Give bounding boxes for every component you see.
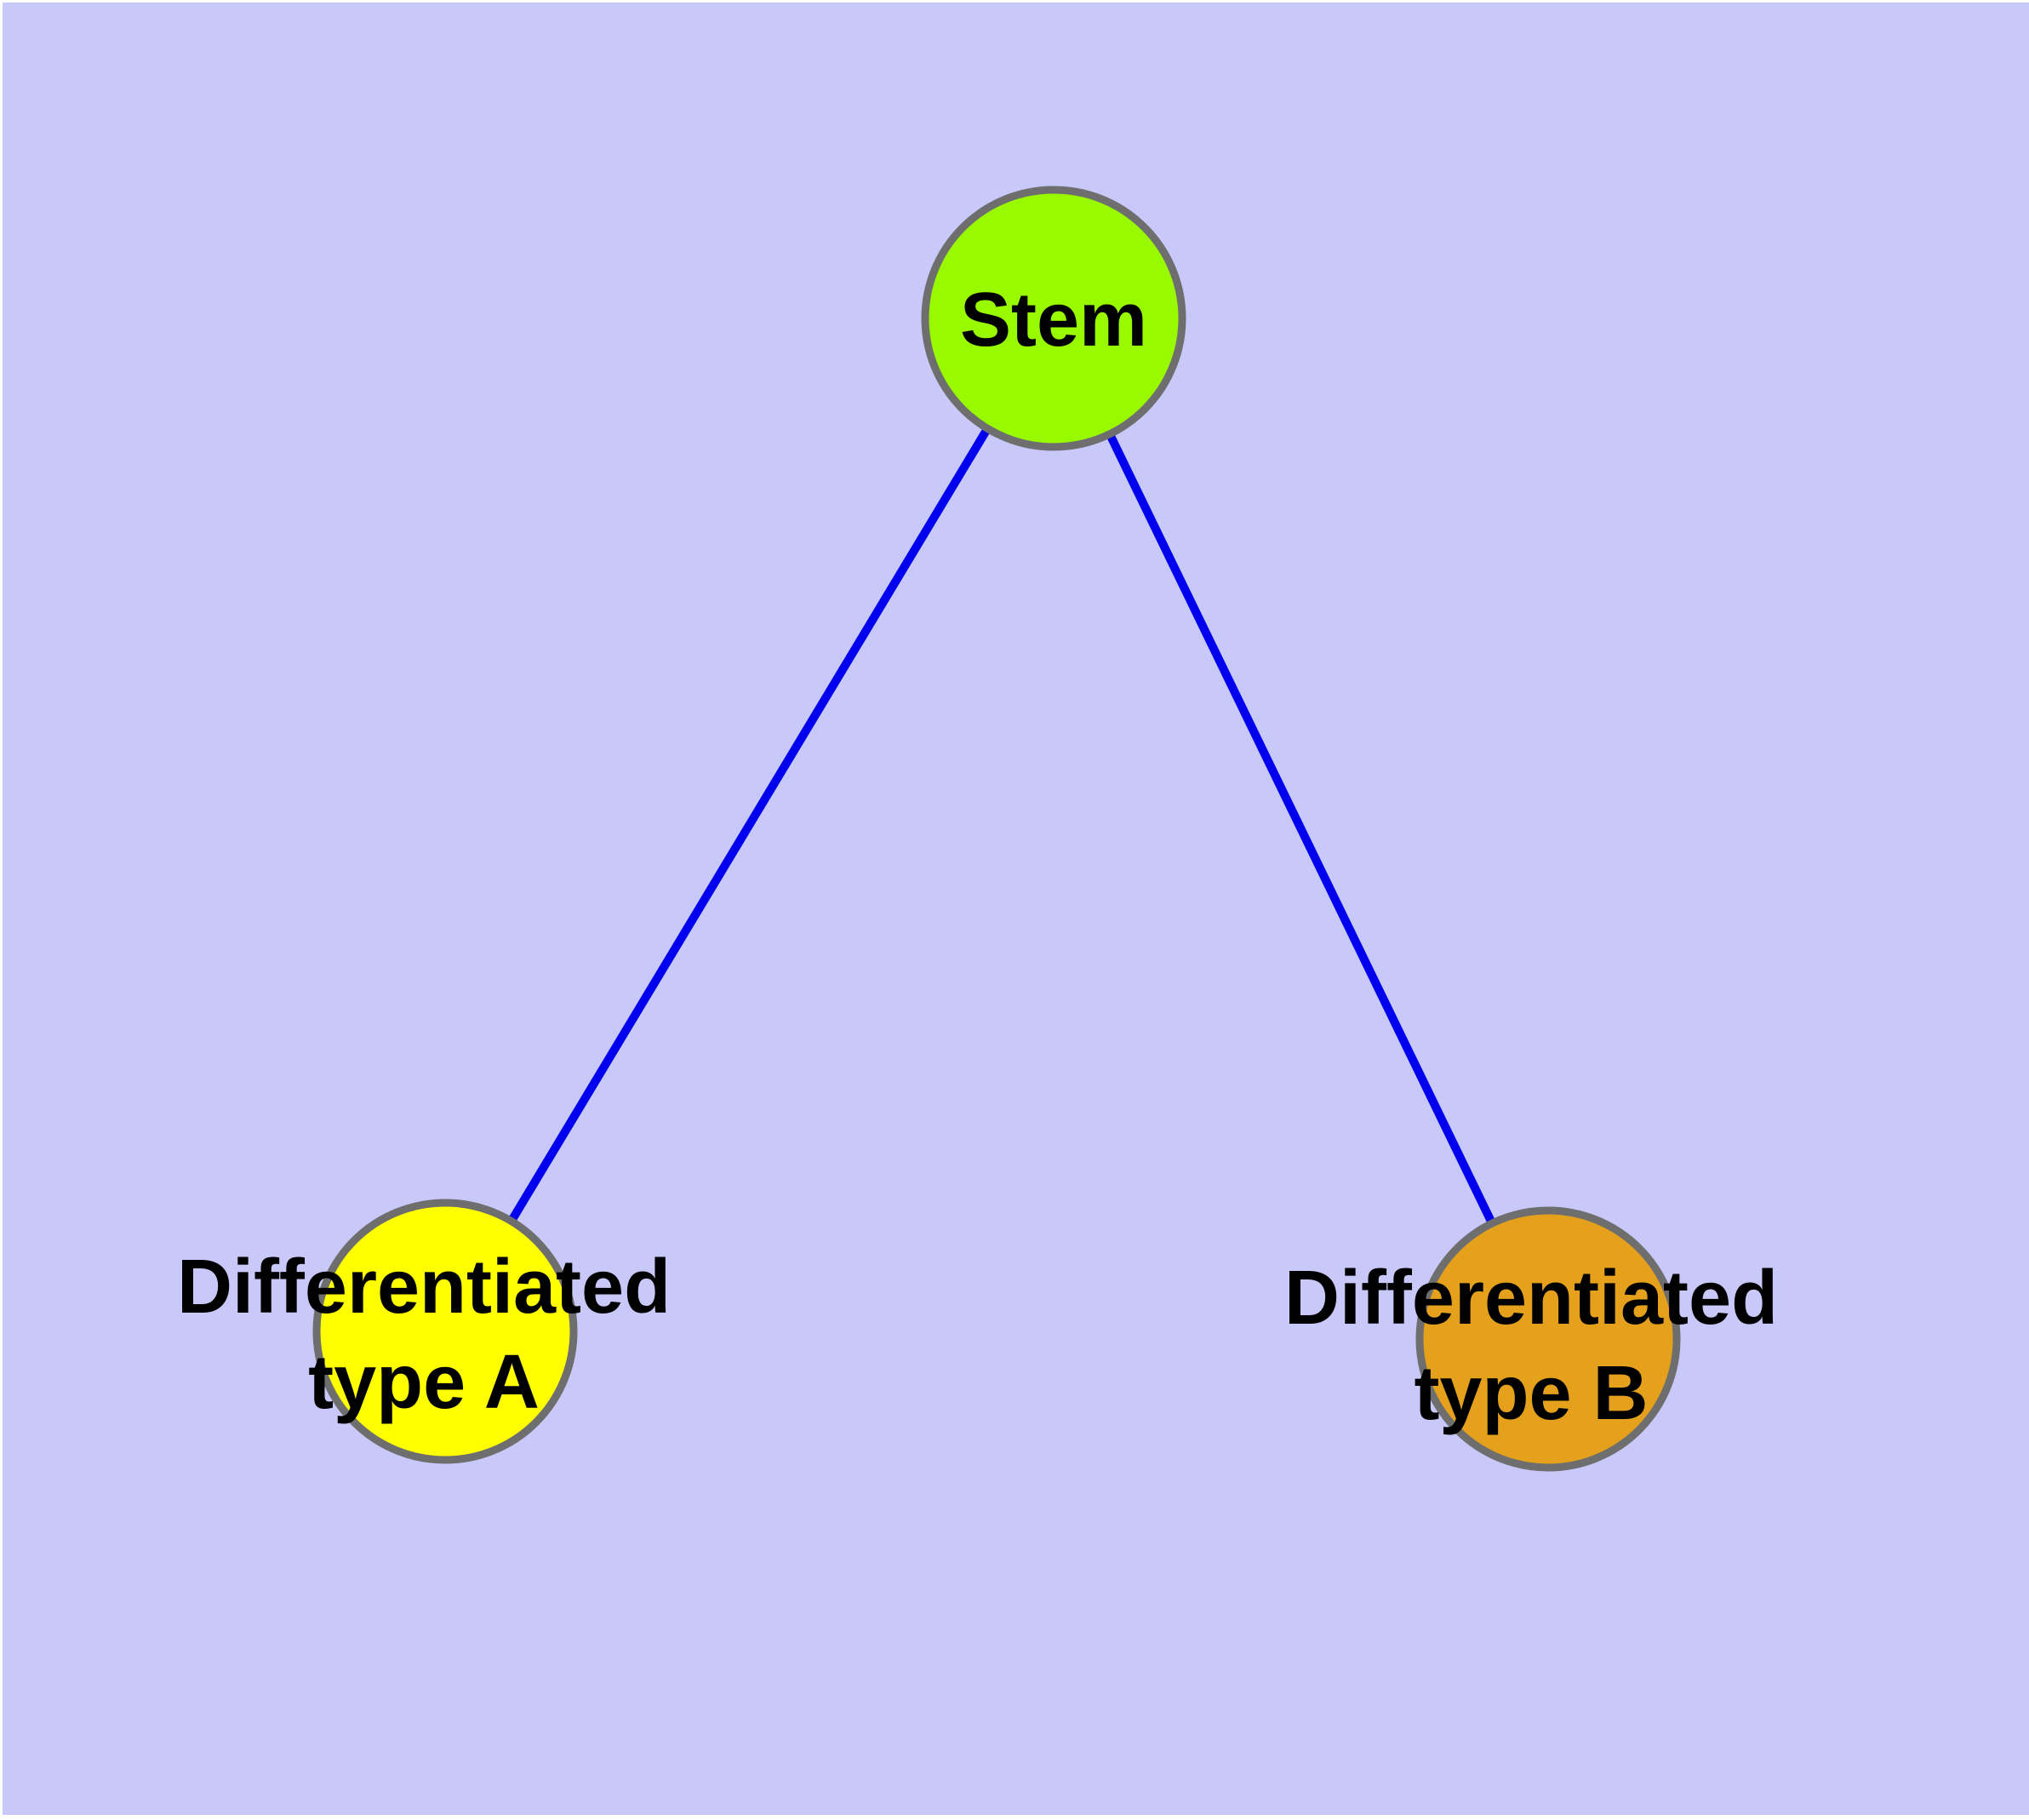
- node-circle-diff-a: [312, 1199, 578, 1464]
- window-margin-left: [0, 0, 3, 1820]
- edge-stem-to-diff-b: [1049, 316, 1552, 1342]
- node-circle-stem: [921, 186, 1186, 451]
- edge-stem-to-diff-a: [441, 316, 1058, 1334]
- window-margin-top: [0, 0, 2029, 3]
- window-margin-bottom: [0, 1815, 2029, 1820]
- node-circle-diff-b: [1415, 1206, 1681, 1472]
